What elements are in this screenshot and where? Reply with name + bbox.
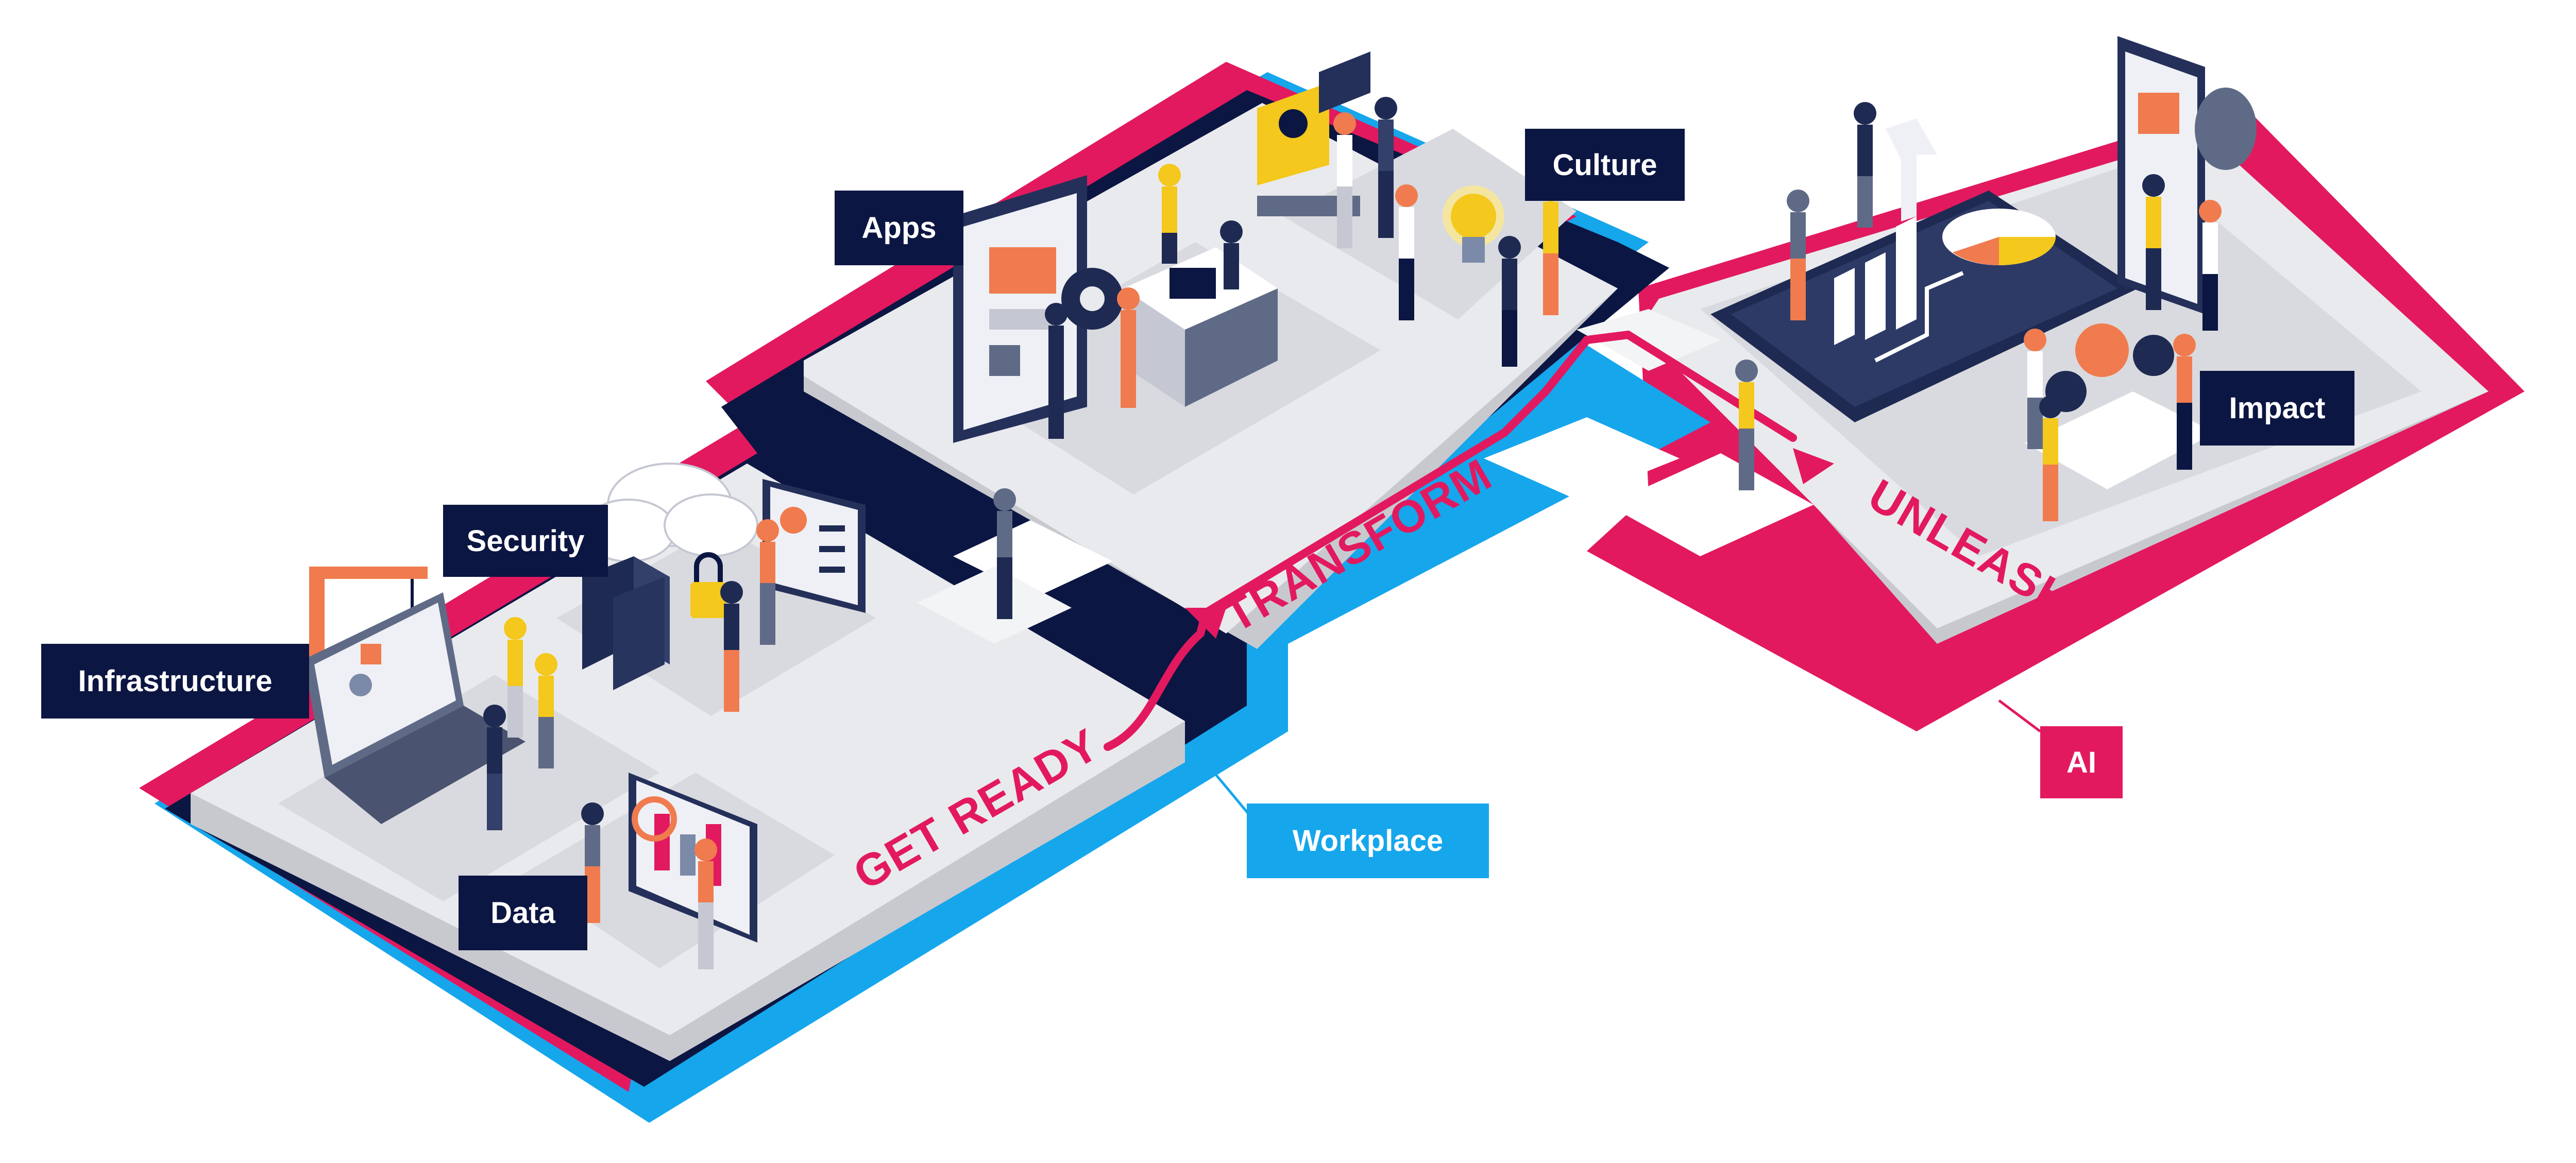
lightbulb-icon bbox=[1443, 185, 1504, 263]
laptop-icon bbox=[304, 592, 526, 824]
label-security: Security bbox=[443, 505, 608, 577]
step-left-1 bbox=[953, 520, 1113, 597]
step-right-2 bbox=[1607, 453, 1814, 556]
person-icon bbox=[483, 97, 2222, 969]
gear-icon bbox=[1061, 268, 1123, 330]
step-right-3 bbox=[1577, 309, 1721, 371]
label-apps: Apps bbox=[835, 191, 963, 265]
route-arrowhead-transform bbox=[1185, 608, 1226, 639]
meeting-table bbox=[2025, 391, 2215, 489]
bar-chart-icon bbox=[1834, 118, 1937, 345]
label-impact: Impact bbox=[2200, 371, 2354, 446]
server-icon bbox=[582, 556, 670, 690]
step-right-1 bbox=[1484, 417, 1680, 500]
label-culture: Culture bbox=[1525, 129, 1685, 201]
dashboard-icon bbox=[762, 479, 866, 613]
label-infrastructure: Infrastructure bbox=[41, 644, 309, 719]
label-ai: AI bbox=[2040, 726, 2123, 798]
pie-chart-icon bbox=[1942, 209, 2056, 265]
label-workplace: Workplace bbox=[1247, 803, 1489, 878]
step-left-2 bbox=[917, 567, 1072, 644]
route-arrow bbox=[1104, 330, 1797, 751]
label-data: Data bbox=[459, 876, 587, 950]
infrastructure-tile bbox=[278, 675, 659, 901]
padlock-icon bbox=[690, 552, 726, 618]
ai-connector bbox=[1998, 699, 2041, 732]
route-arrowhead-unleash bbox=[1793, 448, 1834, 484]
data-dashboard-icon bbox=[629, 773, 757, 943]
